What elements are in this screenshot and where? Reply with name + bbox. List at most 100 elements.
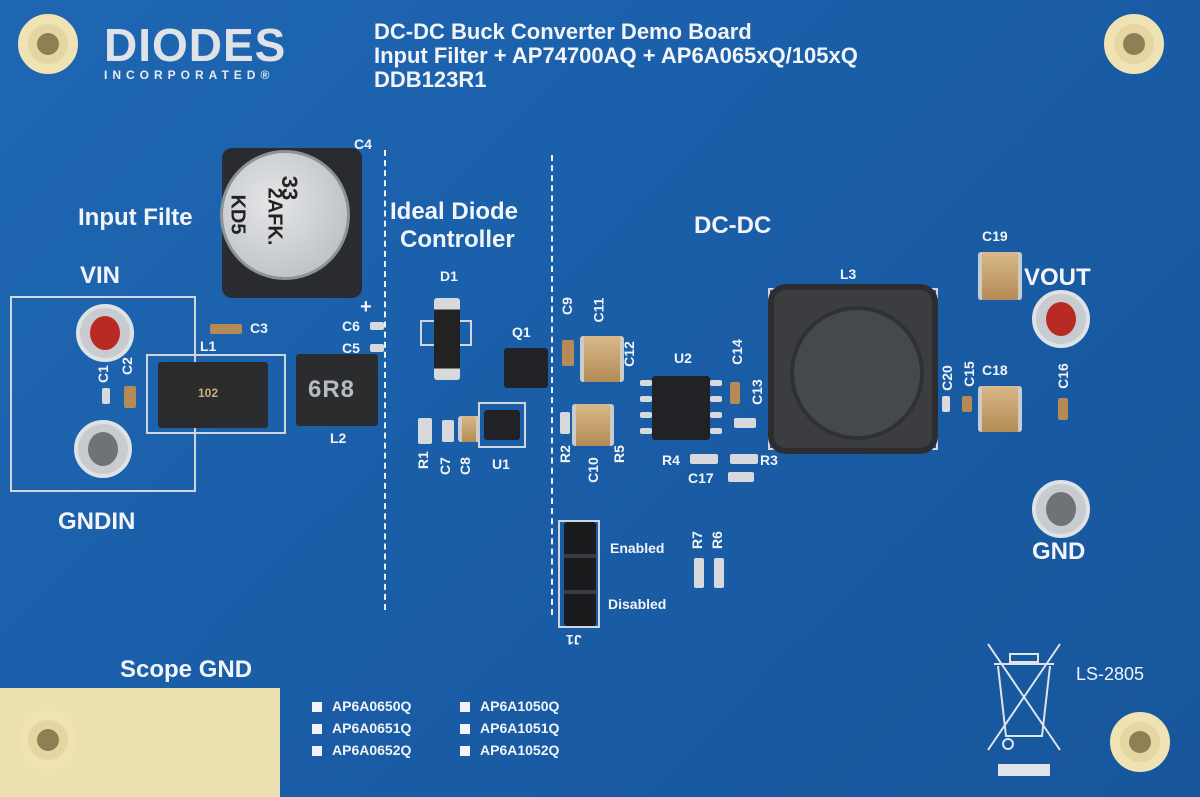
mounting-hole-top-right [1104, 14, 1164, 74]
r6-resistor [714, 558, 724, 588]
r4-label: R4 [662, 452, 680, 468]
gndin-label: GNDIN [58, 508, 136, 535]
u2-buck-converter [652, 376, 710, 440]
c3-capacitor [210, 324, 242, 334]
j1-jumper-header[interactable] [564, 522, 596, 626]
gnd-terminal-post[interactable] [1032, 480, 1090, 538]
c7-capacitor [442, 420, 454, 442]
c3-label: C3 [250, 320, 268, 336]
vin-terminal-post[interactable] [76, 304, 134, 362]
l3-label: L3 [840, 266, 857, 282]
jumper-enabled-label: Enabled [610, 540, 665, 556]
u2-pin-7 [710, 412, 722, 418]
variant-6-checkbox [460, 746, 470, 757]
variant-3-label: AP6A0652Q [332, 742, 412, 758]
board-code: LS-2805 [1076, 664, 1145, 684]
c19-label: C19 [982, 228, 1008, 244]
l1-label: L1 [200, 338, 217, 354]
c9-capacitor [562, 340, 574, 366]
l1-footprint [146, 354, 286, 434]
c17-capacitor [728, 472, 754, 482]
q1-transistor [504, 348, 548, 388]
variant-6: AP6A1052Q [460, 742, 559, 758]
divider-ideal-diode [551, 155, 553, 615]
c18-capacitor [978, 386, 1022, 432]
r7-label: R7 [688, 531, 705, 549]
u1-controller [484, 410, 520, 440]
d1-label: D1 [440, 268, 458, 284]
c11-capacitor [580, 336, 624, 382]
c4-label: C4 [354, 136, 372, 152]
u2-pin-1 [640, 380, 652, 386]
c15-label: C15 [960, 361, 977, 387]
variant-3-checkbox [312, 746, 322, 757]
vout-terminal-post[interactable] [1032, 290, 1090, 348]
c16-label: C16 [1054, 363, 1071, 389]
c4-marking-3: KD5 [226, 194, 249, 235]
variant-1-checkbox [312, 702, 322, 713]
c7-label: C7 [436, 457, 453, 475]
c15-capacitor [962, 396, 972, 412]
variant-2-checkbox [312, 724, 322, 735]
variant-4: AP6A1050Q [460, 698, 559, 714]
u2-pin-4 [640, 428, 652, 434]
logo-name: DIODES [104, 19, 287, 71]
c20-capacitor [942, 396, 950, 412]
l3-inductor [768, 284, 938, 454]
gndin-terminal-post[interactable] [74, 420, 132, 478]
c11-label: C11 [590, 297, 607, 323]
u2-pin-6 [710, 396, 722, 402]
c19-capacitor [978, 252, 1022, 300]
u2-label: U2 [674, 350, 692, 366]
c6-capacitor [370, 322, 384, 330]
vout-label: VOUT [1024, 264, 1091, 291]
variant-4-checkbox [460, 702, 470, 713]
variant-6-label: AP6A1052Q [480, 742, 560, 758]
variant-3: AP6A0652Q [312, 742, 411, 758]
c10-capacitor [572, 404, 614, 446]
c2-label: C2 [118, 357, 135, 375]
c4-marking-2: 2AFK. [263, 187, 286, 246]
c10-label: C10 [584, 457, 601, 483]
section-dcdc: DC-DC [694, 212, 772, 239]
u1-label: U1 [492, 456, 510, 472]
c13-capacitor [734, 418, 756, 428]
r2-resistor [560, 412, 570, 434]
logo-registered: ® [260, 68, 275, 82]
u2-pin-2 [640, 396, 652, 402]
mounting-hole-bottom-left [18, 710, 78, 770]
c6-label: C6 [342, 318, 360, 334]
c14-capacitor [730, 382, 740, 404]
r1-label: R1 [414, 451, 431, 469]
title-line-3: DDB123R1 [374, 67, 487, 92]
weee-bin-icon [987, 643, 1061, 776]
d1-diode [434, 298, 460, 380]
c17-label: C17 [688, 470, 714, 486]
c20-label: C20 [938, 365, 955, 391]
c5-label: C5 [342, 340, 360, 356]
r3-resistor [730, 454, 758, 464]
c14-label: C14 [728, 339, 745, 365]
scope-gnd-label: Scope GND [120, 656, 253, 683]
r7-resistor [694, 558, 704, 588]
variant-1-label: AP6A0650Q [332, 698, 412, 714]
divider-input-filter [384, 150, 386, 610]
c16-capacitor [1058, 398, 1068, 420]
c13-label: C13 [748, 379, 765, 405]
c18-label: C18 [982, 362, 1008, 378]
r3-label: R3 [760, 452, 778, 468]
c1-label: C1 [94, 365, 111, 383]
vin-label: VIN [80, 262, 121, 289]
variant-5: AP6A1051Q [460, 720, 559, 736]
c2-capacitor [124, 386, 136, 408]
l2-label: L2 [330, 430, 347, 446]
variant-5-label: AP6A1051Q [480, 720, 560, 736]
r6-label: R6 [708, 531, 725, 549]
l2-marking: 6R8 [308, 376, 356, 403]
l3-core [790, 306, 924, 440]
scope-gnd-pad [0, 688, 280, 797]
u2-pin-3 [640, 412, 652, 418]
r1-resistor [418, 418, 432, 444]
r4-resistor [690, 454, 718, 464]
